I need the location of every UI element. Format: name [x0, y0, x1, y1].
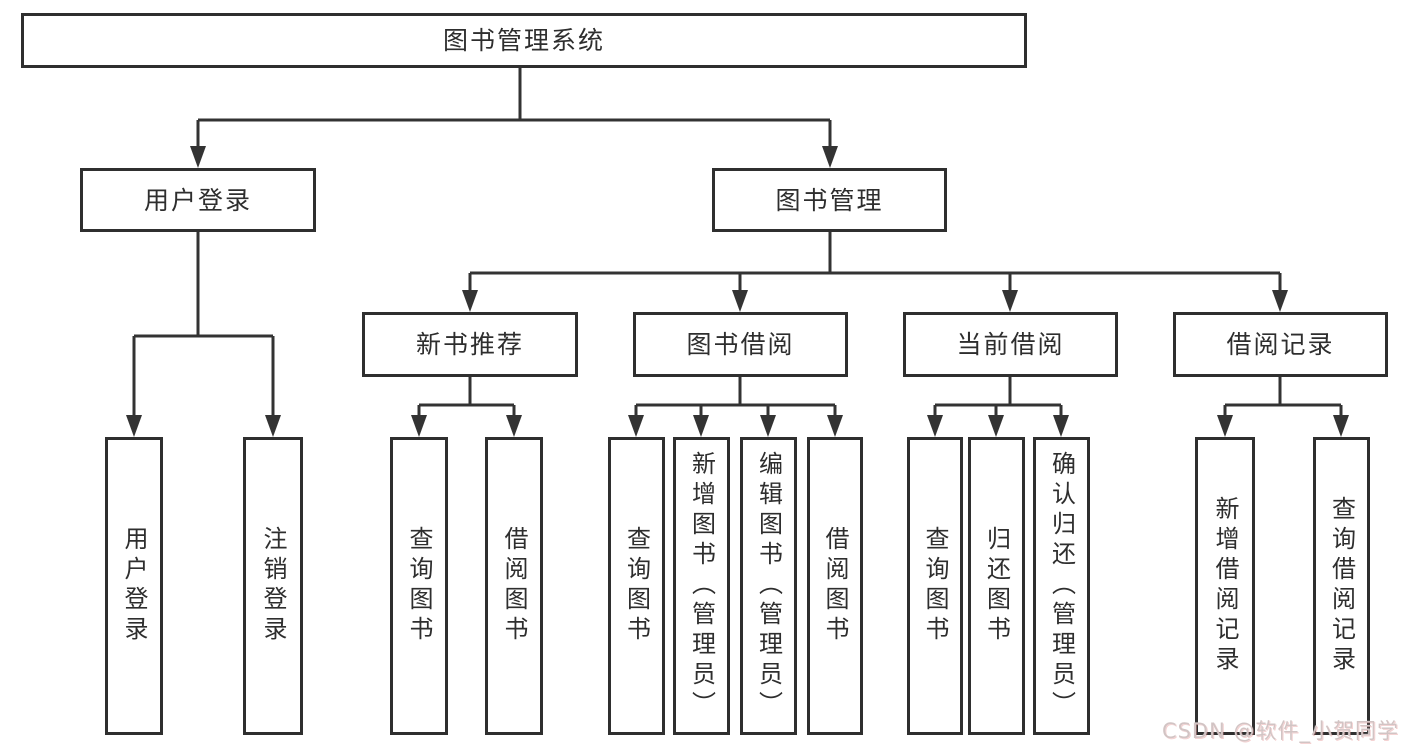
node-label: 新书推荐	[415, 330, 524, 359]
leaf-query-book-current: 查询图书	[907, 437, 963, 735]
leaf-edit-book-admin: 编辑图书（管理员）	[740, 437, 797, 735]
node-label: 新增借阅记录	[1211, 496, 1239, 676]
node-label: 注销登录	[259, 526, 287, 646]
node-label: 查询借阅记录	[1327, 496, 1356, 676]
node-system-root: 图书管理系统	[21, 13, 1027, 68]
connector-root-to-level2	[196, 68, 832, 150]
node-label: 用户登录	[120, 526, 148, 646]
node-label: 图书借阅	[686, 330, 795, 359]
leaf-query-borrow-record: 查询借阅记录	[1313, 437, 1370, 735]
leaf-logout: 注销登录	[243, 437, 303, 735]
arrowheads	[126, 146, 1349, 437]
connector-borrowrecord-to-leaves	[1223, 377, 1343, 419]
connector-userlogin-to-leaves	[132, 232, 275, 419]
node-label: 当前借阅	[956, 330, 1065, 359]
connector-bookmgmt-to-level3	[468, 232, 1282, 294]
node-label: 用户登录	[143, 185, 252, 215]
node-label: 图书管理	[775, 185, 884, 215]
node-current-borrowing: 当前借阅	[903, 312, 1118, 377]
leaf-return-book: 归还图书	[968, 437, 1025, 735]
leaf-query-book-recommend: 查询图书	[390, 437, 448, 735]
leaf-borrow-book: 借阅图书	[807, 437, 863, 735]
node-label: 确认归还（管理员）	[1047, 451, 1076, 721]
node-label: 借阅记录	[1226, 330, 1335, 359]
node-label: 归还图书	[982, 526, 1011, 646]
node-new-book-recommend: 新书推荐	[362, 312, 578, 377]
csdn-watermark: CSDN @软件_小贺同学	[1161, 719, 1399, 743]
leaf-confirm-return-admin: 确认归还（管理员）	[1033, 437, 1090, 735]
node-label: 编辑图书（管理员）	[754, 451, 783, 721]
connector-currentborrow-to-leaves	[933, 377, 1063, 419]
connector-newbook-to-leaves	[417, 377, 516, 419]
node-label: 借阅图书	[500, 526, 528, 646]
node-label: 查询图书	[405, 526, 433, 646]
leaf-borrow-book-recommend: 借阅图书	[485, 437, 543, 735]
node-label: 图书管理系统	[442, 26, 605, 55]
node-borrowing-records: 借阅记录	[1173, 312, 1388, 377]
node-book-borrowing: 图书借阅	[633, 312, 848, 377]
node-user-login: 用户登录	[80, 168, 316, 232]
node-label: 新增图书（管理员）	[687, 451, 716, 721]
node-label: 借阅图书	[821, 526, 849, 646]
leaf-user-login: 用户登录	[105, 437, 163, 735]
node-book-management: 图书管理	[712, 168, 947, 232]
leaf-add-book-admin: 新增图书（管理员）	[673, 437, 730, 735]
leaf-query-book-borrowing: 查询图书	[608, 437, 665, 735]
node-label: 查询图书	[622, 526, 651, 646]
node-label: 查询图书	[921, 526, 949, 646]
leaf-add-borrow-record: 新增借阅记录	[1195, 437, 1255, 735]
connector-bookborrow-to-leaves	[634, 377, 837, 419]
